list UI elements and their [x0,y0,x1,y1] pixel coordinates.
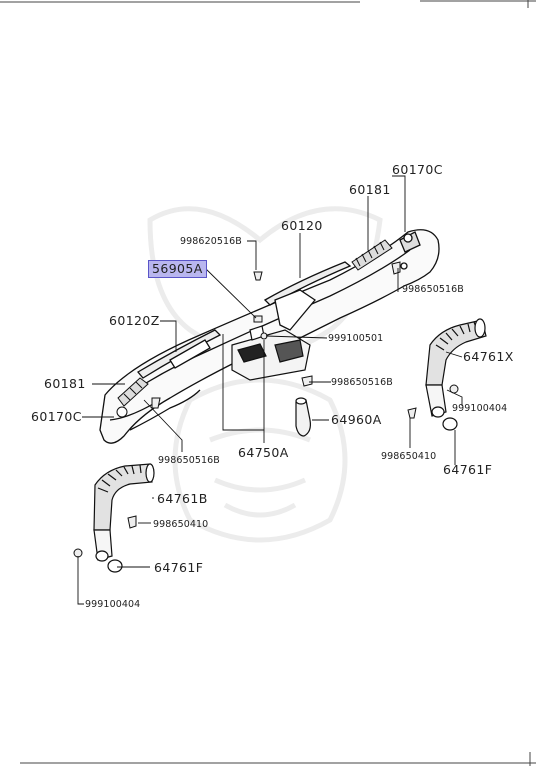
part-label-64761f-left[interactable]: 64761F [154,560,204,575]
part-label-64960a[interactable]: 64960A [331,412,382,427]
leader-lines [77,175,463,605]
hose-64960a [295,397,311,437]
part-label-60120[interactable]: 60120 [281,218,323,233]
hose-60181-left [116,377,149,418]
duct-64761x [425,318,487,431]
part-label-60170c-left[interactable]: 60170C [31,409,82,424]
fasteners [73,261,459,558]
center-vent-64750a [231,325,311,381]
part-label-999100501[interactable]: 999100501 [328,333,384,344]
part-label-999100404-right[interactable]: 999100404 [452,403,508,414]
part-label-60120z[interactable]: 60120Z [109,313,160,328]
part-label-64761x[interactable]: 64761X [463,349,514,364]
part-label-64761f-right[interactable]: 64761F [443,462,493,477]
hose-60181-right [351,239,393,271]
part-label-998620516b[interactable]: 998620516B [180,236,242,247]
part-label-999100404-left[interactable]: 999100404 [85,599,141,610]
part-label-60170c-top[interactable]: 60170C [392,162,443,177]
part-label-60181-left[interactable]: 60181 [44,376,86,391]
part-label-998650410-right[interactable]: 998650410 [381,451,437,462]
part-label-64761b[interactable]: 64761B [157,491,208,506]
part-label-998650516b-mid[interactable]: 998650516B [331,377,393,388]
part-label-998650516b-left[interactable]: 998650516B [158,455,220,466]
watermark-logo [147,206,383,543]
part-label-998650410-left[interactable]: 998650410 [153,519,209,530]
part-label-998650516b-right[interactable]: 998650516B [402,284,464,295]
part-label-56905a-highlighted[interactable]: 56905A [148,260,207,278]
duct-64761b [93,463,155,573]
part-label-64750a[interactable]: 64750A [238,445,289,460]
part-label-60181-top[interactable]: 60181 [349,182,391,197]
